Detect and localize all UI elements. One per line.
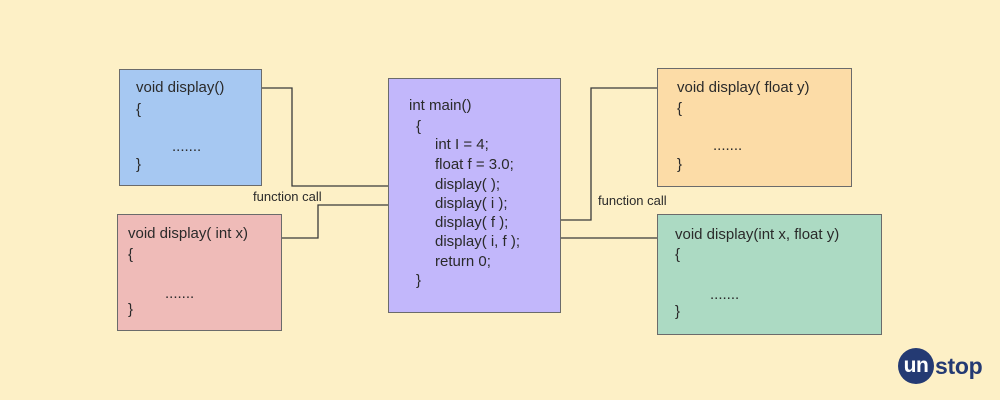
arrow-display-i-to-red bbox=[272, 204, 425, 243]
code-line: display( i ); bbox=[435, 195, 508, 212]
code-line: float f = 3.0; bbox=[435, 156, 514, 173]
code-line: } bbox=[677, 156, 683, 173]
code-line: } bbox=[128, 301, 134, 318]
main-function-box: int main() { int I = 4; float f = 3.0; d… bbox=[388, 78, 561, 313]
code-line: int I = 4; bbox=[435, 136, 489, 153]
code-line: { bbox=[128, 246, 134, 263]
code-line: void display() bbox=[136, 79, 225, 96]
code-line: void display( float y) bbox=[677, 79, 810, 96]
code-line: { bbox=[416, 118, 422, 135]
code-line: } bbox=[675, 303, 681, 320]
code-line: ....... bbox=[172, 138, 202, 155]
code-line: display( ); bbox=[435, 176, 501, 193]
function-call-label-right: function call bbox=[598, 193, 667, 208]
code-line: ....... bbox=[165, 285, 195, 302]
code-line: ....... bbox=[713, 137, 743, 154]
function-box-display-int: void display( int x) { ....... } bbox=[117, 214, 282, 331]
code-line: { bbox=[675, 246, 681, 263]
function-box-display-no-args: void display() { ....... } bbox=[119, 69, 262, 186]
code-line: int main() bbox=[409, 97, 472, 114]
code-line: display( i, f ); bbox=[435, 233, 521, 250]
logo-circle: un bbox=[898, 348, 934, 384]
function-call-label-left: function call bbox=[253, 189, 322, 204]
code-line: } bbox=[136, 156, 142, 173]
code-line: { bbox=[677, 100, 683, 117]
code-line: } bbox=[416, 272, 422, 289]
code-line: { bbox=[136, 101, 142, 118]
logo-wordmark: stop bbox=[935, 352, 983, 379]
arrow-display-to-blue bbox=[244, 83, 425, 187]
code-line: void display(int x, float y) bbox=[675, 226, 840, 243]
code-line: return 0; bbox=[435, 253, 491, 270]
code-line: display( f ); bbox=[435, 214, 509, 231]
code-line: ....... bbox=[710, 286, 740, 303]
unstop-logo: un stop bbox=[898, 348, 983, 384]
code-line: void display( int x) bbox=[128, 225, 249, 242]
function-box-display-float: void display( float y) { ....... } bbox=[657, 68, 852, 187]
function-box-display-int-float: void display(int x, float y) { ....... } bbox=[657, 214, 882, 335]
